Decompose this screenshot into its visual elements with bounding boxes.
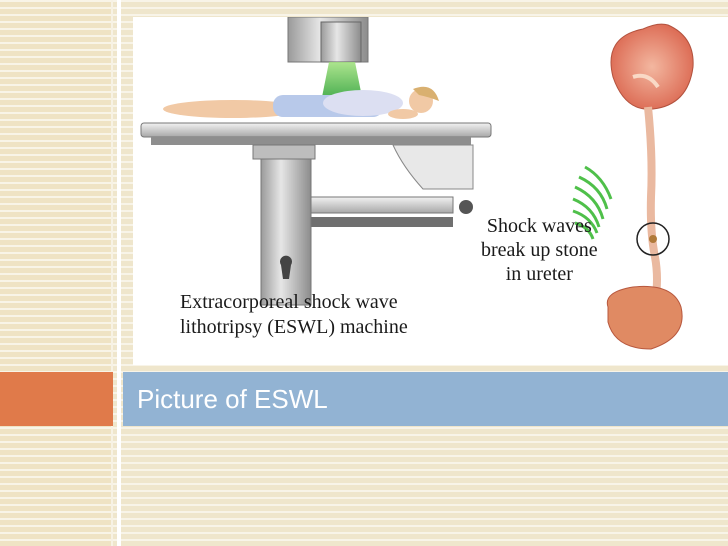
machine-caption: Extracorporeal shock wave lithotripsy (E…: [180, 290, 408, 340]
patient-figure: [163, 86, 439, 119]
shock-wave-caption-line3: in ureter: [505, 263, 573, 285]
shock-wave-caption-line1: Shock waves: [486, 215, 592, 237]
title-accent-bar: [0, 372, 113, 426]
eswl-diagram: [140, 16, 694, 350]
left-margin-strip: [0, 0, 113, 546]
shock-wave-caption-line2: break up stone: [481, 239, 598, 261]
treatment-table: [140, 122, 492, 138]
slide-title: Picture of ESWL: [137, 384, 328, 414]
machine-caption-line1: Extracorporeal shock wave: [180, 291, 398, 313]
machine-base-column: [260, 144, 312, 306]
kidney-ureter: [606, 23, 694, 350]
machine-caption-line2: lithotripsy (ESWL) machine: [180, 316, 408, 338]
margin-line: [117, 0, 121, 546]
shock-wave-caption: Shock waves break up stone in ureter: [481, 214, 598, 286]
shock-wave-arcs: [572, 165, 613, 240]
margin-divider: [111, 0, 113, 546]
table-side-panel: [392, 144, 474, 190]
title-bar: [123, 372, 728, 426]
eswl-illustration: Extracorporeal shock wave lithotripsy (E…: [133, 16, 728, 365]
machine-head: [320, 21, 362, 63]
